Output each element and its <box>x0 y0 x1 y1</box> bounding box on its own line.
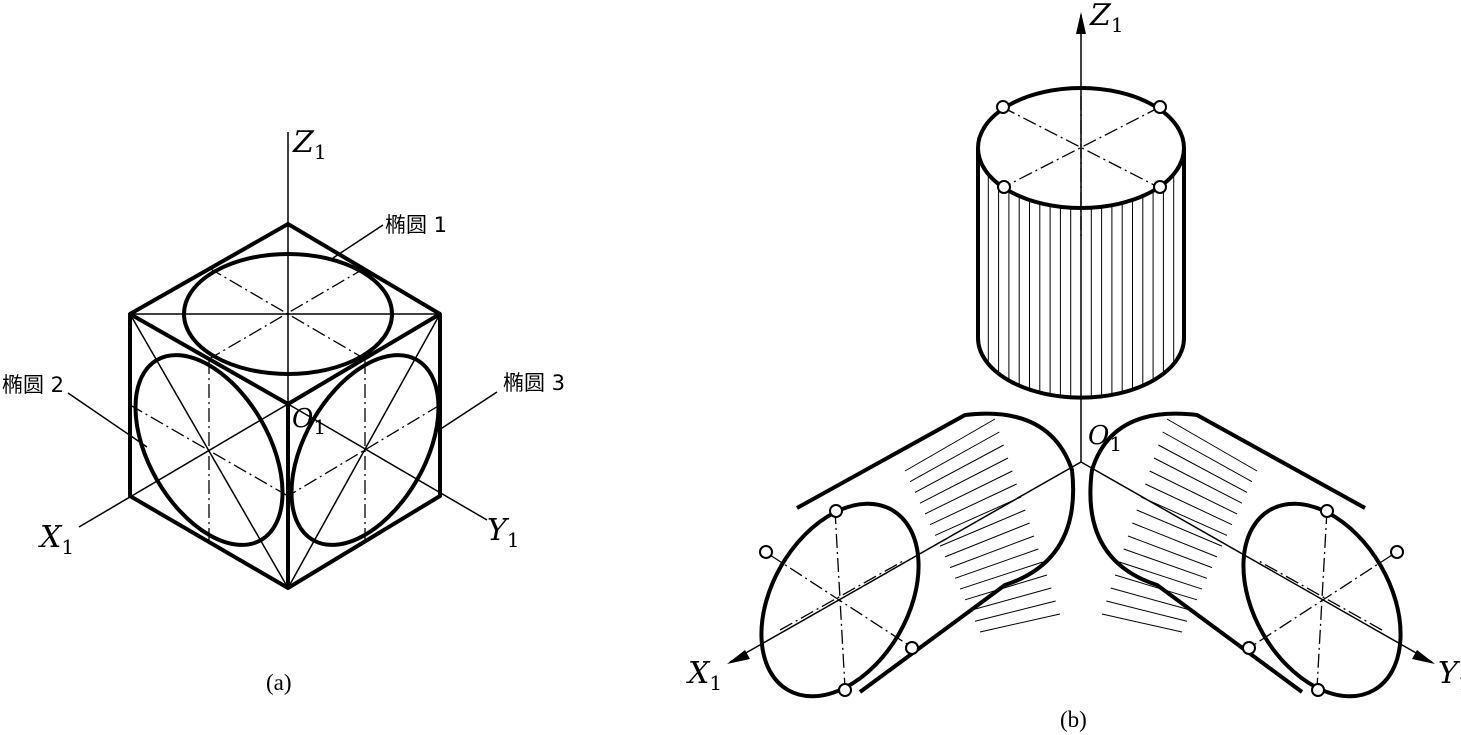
axis-z-arrow <box>1076 12 1086 34</box>
origin-label-b: O1 <box>1088 421 1122 456</box>
axis-y-arrow <box>1412 650 1435 664</box>
axis-x-line-a <box>78 403 289 528</box>
cylinder-left <box>759 411 1076 699</box>
ellipse-3 <box>289 353 441 547</box>
axis-y-label-b: Y1 <box>1438 656 1461 695</box>
leader-ellipse-2 <box>67 392 148 448</box>
axis-y-line-b <box>1080 461 1433 663</box>
origin-label-a: O1 <box>292 404 326 439</box>
axis-z-label-b: Z1 <box>1089 0 1124 37</box>
panel-a: Z1 X1 Y1 O1 椭圆 1 椭圆 2 椭圆 3 (a) <box>2 125 565 695</box>
ellipse-2 <box>133 353 285 547</box>
axis-x-label-a: X1 <box>38 520 74 559</box>
panel-b: Z1 X1 Y1 O1 (b) <box>686 0 1461 732</box>
caption-a: (a) <box>266 670 292 695</box>
label-ellipse-1: 椭圆 1 <box>385 213 447 237</box>
cylinder-right <box>1088 411 1404 699</box>
axis-x-arrow <box>727 650 750 664</box>
cylinder-top <box>976 86 1186 400</box>
label-ellipse-3: 椭圆 3 <box>503 371 565 395</box>
axis-z-label-a: Z1 <box>292 125 327 164</box>
ellipse-1 <box>182 252 394 376</box>
caption-b: (b) <box>1060 707 1087 732</box>
axis-y-line-a <box>287 403 488 521</box>
leader-ellipse-3 <box>435 391 498 433</box>
axis-x-label-b: X1 <box>686 656 722 695</box>
axis-x-line-b <box>729 461 1082 663</box>
label-ellipse-2: 椭圆 2 <box>2 373 64 397</box>
leader-ellipse-1 <box>332 224 384 259</box>
axis-y-label-a: Y1 <box>487 513 520 552</box>
